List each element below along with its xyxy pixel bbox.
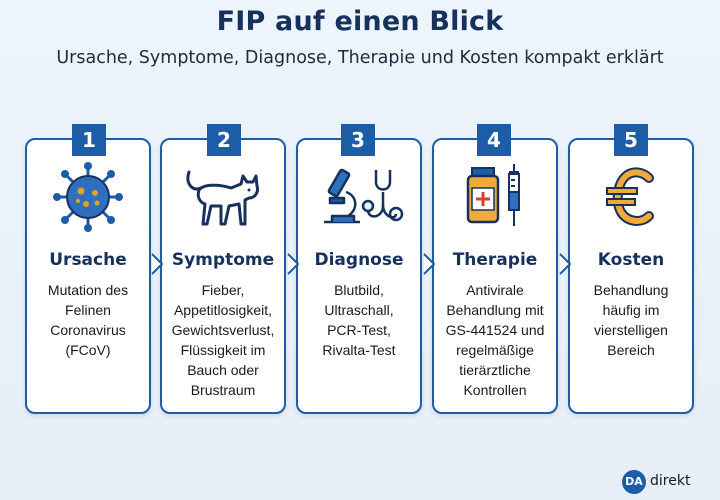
step-badge-4: 4 [477,124,511,156]
step-card-kosten: Kosten Behandlung häufig im vierstellige… [568,138,694,414]
step-badge-2: 2 [207,124,241,156]
chevron-right-icon [151,253,163,275]
page-title: FIP auf einen Blick [216,6,504,37]
step-title: Diagnose [314,250,404,270]
step-title: Symptome [171,250,275,270]
step-card-symptome: Symptome Fieber, Appetitlosigkeit, Gewic… [160,138,286,414]
medicine-syringe-icon [460,162,530,237]
step-title: Kosten [597,250,665,270]
chevron-right-icon [287,253,299,275]
microscope-stethoscope-icon [314,162,404,237]
step-card-diagnose: Diagnose Blutbild, Ultraschall, PCR-Test… [296,138,422,414]
step-card-ursache: Ursache Mutation des Felinen Coronavirus… [25,138,151,414]
chevron-right-icon [559,253,571,275]
step-text: Antivirale Behandlung mit GS-441524 und … [445,282,545,398]
step-text: Mutation des Felinen Coronavirus (FCoV) [47,282,129,358]
step-text: Blutbild, Ultraschall, PCR-Test, Rivalta… [322,282,396,358]
euro-icon [601,162,661,237]
step-title: Therapie [452,250,538,270]
step-text: Fieber, Appetitlosigkeit, Gewichtsverlus… [171,282,275,398]
cat-icon [183,162,263,237]
page-subtitle: Ursache, Symptome, Diagnose, Therapie un… [56,48,664,68]
step-badge-3: 3 [341,124,375,156]
step-text: Behandlung häufig im vierstelligen Berei… [593,282,669,358]
logo-mark: DA [622,470,646,494]
chevron-right-icon [423,253,435,275]
step-card-therapie: Therapie Antivirale Behandlung mit GS-44… [432,138,558,414]
virus-icon [53,162,123,237]
step-badge-1: 1 [72,124,106,156]
step-badge-5: 5 [614,124,648,156]
logo-text: direkt [650,473,691,489]
step-title: Ursache [49,250,127,270]
brand-logo: DA direkt [622,470,716,496]
